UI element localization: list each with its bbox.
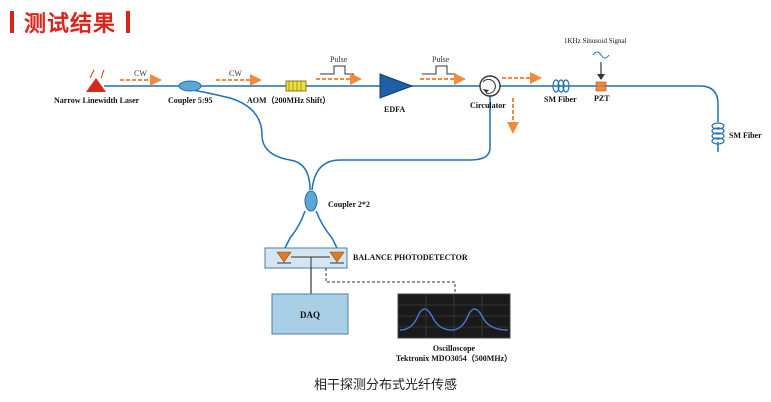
laser-label: Narrow Linewidth Laser xyxy=(54,96,140,105)
daq-box: DAQ xyxy=(271,293,349,335)
balance-pd-label: BALANCE PHOTODETECTOR xyxy=(353,253,468,262)
coupler-595-label: Coupler 5:95 xyxy=(168,96,213,105)
cw-arrows: CW CW xyxy=(120,69,262,86)
sm-fiber-1-label: SM Fiber xyxy=(544,95,577,104)
aom-label: AOM（200MHz Shift） xyxy=(247,95,330,105)
signal-lines xyxy=(310,268,456,294)
page-title: 测试结果 xyxy=(24,12,117,37)
pulse-1: Pulse xyxy=(316,55,362,85)
sm-fiber-2-label: SM Fiber xyxy=(729,131,762,140)
laser: Narrow Linewidth Laser xyxy=(54,69,140,105)
sm-fiber-coil-1: SM Fiber xyxy=(544,79,577,104)
sm-fiber-coil-2: SM Fiber xyxy=(711,122,762,145)
oscilloscope-label: Oscilloscope xyxy=(433,344,476,353)
title-bar-right xyxy=(126,11,131,33)
fiber-paths xyxy=(104,85,719,251)
daq-label: DAQ xyxy=(300,310,320,320)
circulator: Circulator xyxy=(470,72,542,134)
title-bar-left xyxy=(10,11,14,33)
coupler-22: Coupler 2*2 xyxy=(304,190,370,212)
aom: AOM（200MHz Shift） xyxy=(247,80,330,105)
sinusoid-label: 1KHz Sinusoid Signal xyxy=(564,37,627,45)
cw-label-1: CW xyxy=(134,69,147,78)
pulse-label-2: Pulse xyxy=(432,55,450,64)
pzt-label: PZT xyxy=(594,94,610,103)
edfa: EDFA xyxy=(379,73,414,114)
pulse-2: Pulse xyxy=(420,55,466,85)
pulse-label-1: Pulse xyxy=(330,55,348,64)
section-header: 测试结果 xyxy=(10,8,131,37)
figure-caption: 相干探测分布式光纤传感 xyxy=(313,378,457,393)
balance-photodetector: BALANCE PHOTODETECTOR xyxy=(264,247,468,269)
edfa-label: EDFA xyxy=(384,105,405,114)
oscilloscope-model-label: Tektronix MDO3054（500MHz） xyxy=(396,353,512,363)
coupler-22-label: Coupler 2*2 xyxy=(328,200,370,209)
circulator-label: Circulator xyxy=(470,101,506,110)
sinusoid-source: 1KHz Sinusoid Signal xyxy=(564,37,627,80)
pzt: PZT xyxy=(594,81,610,103)
coupler-595: Coupler 5:95 xyxy=(168,80,213,105)
oscilloscope: Oscilloscope Tektronix MDO3054（500MHz） xyxy=(396,293,512,363)
cw-label-2: CW xyxy=(229,69,242,78)
